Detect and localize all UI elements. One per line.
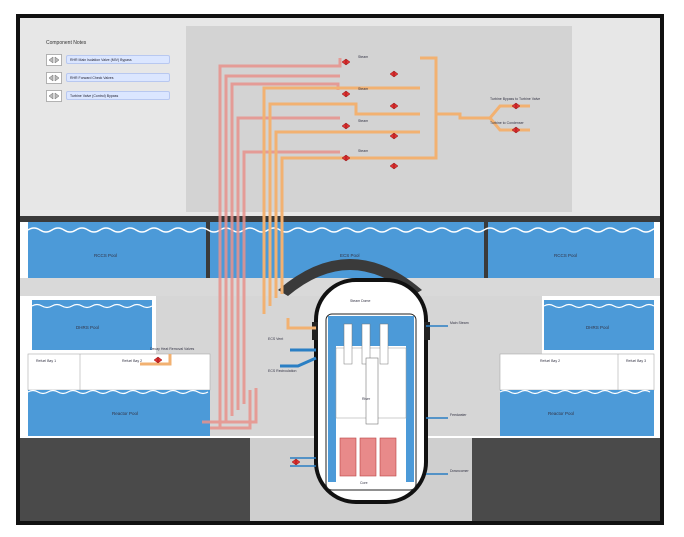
steam-line-label-4: Steam [358,149,369,153]
legend-label: RHR Main Isolation Valve (MIV) Bypass [66,55,170,64]
rccs-pool-right-label: RCCS Pool [554,253,578,258]
foundation-right [472,438,660,521]
dhrs-pool-right [544,300,654,350]
dhrs-valve-label: Decay Heat Removal Valves [150,347,195,351]
reactor-pool-left-label: Reactor Pool [112,411,139,416]
legend-label: RHR Forward Check Valves [66,73,170,82]
valves [153,58,521,466]
riser-label: Riser [362,397,371,401]
plant-diagram [20,18,660,521]
legend-item-check-valves: RHR Forward Check Valves [46,72,174,84]
bypass-valve-icon [46,90,62,102]
rccs-pool-left-label: RCCS Pool [94,253,118,258]
legend-item-turbine-bypass: Turbine Valve (Control) Bypass [46,90,174,102]
valve-symbol-icon [46,54,62,66]
refuel-bay-left-1-label: Refuel Bay 1 [36,359,57,363]
downcomer-label: Downcomer [450,469,469,473]
refuel-bay-right [499,353,655,391]
legend-title: Component Notes [46,40,87,46]
legend-item-miv-bypass: RHR Main Isolation Valve (MIV) Bypass [46,54,174,66]
ecs-recirc-label: ECS Recirculation [268,369,297,373]
core-box-1 [339,437,357,477]
legend-label: Turbine Valve (Control) Bypass [66,91,170,100]
diagram-frame: Component Notes RHR Main Isolation Valve… [16,14,664,525]
feedwater-label: Feedwater [450,413,467,417]
containment-dome [278,259,422,296]
core-label: Core [360,481,368,485]
dhrs-pool-right-label: DHRS Pool [586,325,610,330]
core-box-3 [379,437,397,477]
reactor-module [312,278,430,504]
water-surface-top [27,227,660,233]
refuel-bay-right-1-label: Refuel Bay 2 [540,359,561,363]
foundation-left [20,438,250,521]
check-valve-icon [46,72,62,84]
refuel-bay-left [27,353,211,391]
steam-line-label-2: Steam [358,87,369,91]
rccs-pool-right [488,222,654,278]
condenser-label: Turbine to Condenser [490,121,524,125]
rccs-pool-left [28,222,206,278]
reactor-pool-left [28,390,210,436]
ecs-vent-label: ECS Vent [268,337,284,341]
steam-line-label-1: Steam [358,55,369,59]
refuel-bay-right-2-label: Refuel Bay 3 [626,359,647,363]
main-steam-label: Main Steam [450,321,469,325]
steam-dome-label: Steam Dome [350,299,371,303]
orange-pipe-bundle [140,56,530,366]
floor-slab [20,216,660,222]
component-legend: Component Notes RHR Main Isolation Valve… [42,40,174,140]
ecs-pool-label: ECS Pool [340,253,360,258]
dhrs-pool-left [32,300,152,350]
turbine-bypass-label: Turbine Bypass to Turbine Valve [490,97,541,101]
reactor-pool-right [500,390,654,436]
red-pipe-bundle [202,58,342,430]
reactor-pool-right-label: Reactor Pool [548,411,575,416]
steam-line-label-3: Steam [358,119,369,123]
core-box-2 [359,437,377,477]
dhrs-pool-left-label: DHRS Pool [76,325,100,330]
refuel-bay-left-2-label: Refuel Bay 2 [122,359,143,363]
